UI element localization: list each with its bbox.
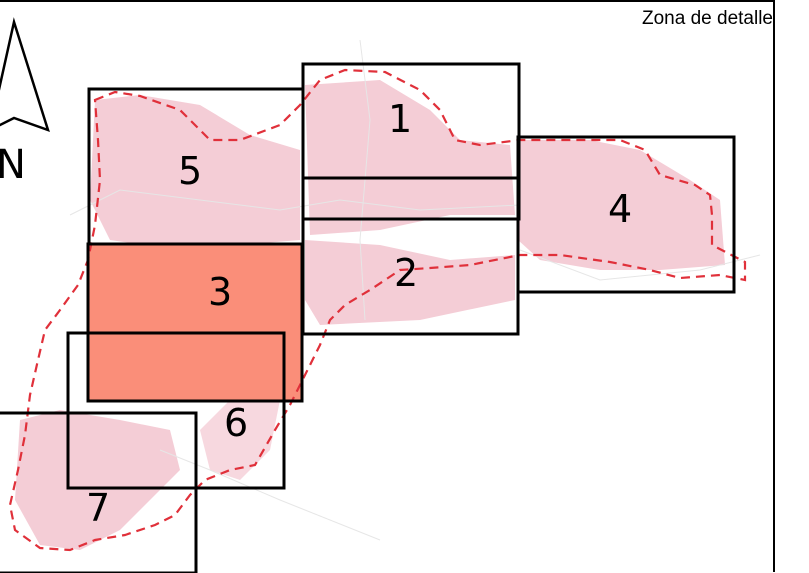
zone-1-label: 1 bbox=[388, 97, 412, 141]
zone-6-box[interactable] bbox=[66, 331, 286, 490]
municipal-boundary bbox=[8, 68, 747, 552]
zone-4-label: 4 bbox=[608, 187, 632, 231]
map-title: Zona de detalle bbox=[642, 8, 773, 29]
north-arrow-icon: N bbox=[0, 17, 50, 188]
map-frame bbox=[0, 0, 775, 572]
zone-3-label: 3 bbox=[208, 270, 232, 314]
zone-7-box[interactable] bbox=[0, 411, 198, 573]
urban-area bbox=[15, 80, 725, 550]
zone-labels: 1 2 3 4 5 6 7 bbox=[86, 97, 632, 530]
zone-4-box[interactable] bbox=[516, 135, 736, 294]
zone-5-label: 5 bbox=[178, 149, 202, 193]
zone-5-box[interactable] bbox=[87, 87, 305, 246]
north-label: N bbox=[0, 142, 26, 188]
zone-7-label: 7 bbox=[86, 486, 110, 530]
zone-rectangles bbox=[0, 62, 736, 573]
zone-2-label: 2 bbox=[394, 251, 418, 295]
zone-3-highlight bbox=[88, 244, 302, 401]
zone-6-label: 6 bbox=[224, 401, 248, 445]
